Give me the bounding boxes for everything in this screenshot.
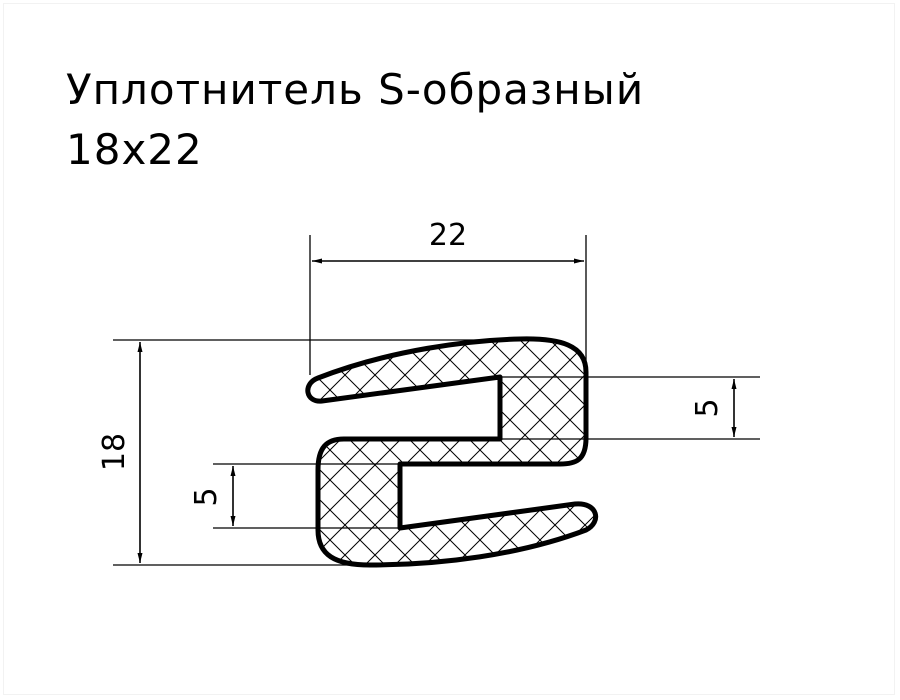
drawing-title: Уплотнитель S-образный 18x22 bbox=[66, 60, 644, 180]
extension-lines bbox=[113, 235, 760, 566]
title-line-size: 18x22 bbox=[66, 125, 203, 174]
upper-gap-dimension-label: 5 bbox=[690, 398, 725, 417]
seal-profile-outline bbox=[305, 336, 599, 568]
lower-gap-dimension-label: 5 bbox=[189, 487, 224, 506]
dimension-lines bbox=[137, 258, 737, 563]
height-dimension-label: 18 bbox=[97, 433, 132, 471]
title-line-name: Уплотнитель S-образный bbox=[66, 65, 645, 114]
width-dimension-label: 22 bbox=[429, 218, 467, 253]
